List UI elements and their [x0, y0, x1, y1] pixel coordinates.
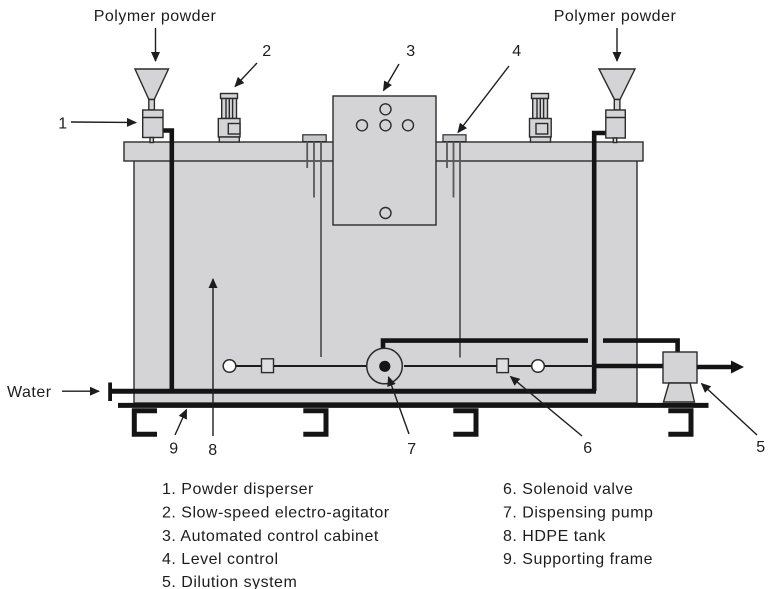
callout-1-arrow — [70, 117, 137, 127]
funnel-neck — [148, 98, 156, 111]
suction-strainer — [222, 358, 237, 374]
valve-port — [530, 358, 546, 374]
legend-item-9: 9. Supporting frame — [503, 551, 653, 568]
dilution-base — [662, 382, 696, 403]
frame-foot-3 — [453, 408, 479, 437]
disperser-body — [605, 109, 626, 139]
cabinet-button-bottom — [379, 206, 392, 220]
callout-9-arrow — [174, 408, 188, 436]
top-pipe-to-dilution — [603, 338, 680, 353]
output-arrowhead-icon — [731, 360, 744, 374]
legend-item-6: 6. Solenoid valve — [503, 481, 633, 498]
pump-hub — [379, 360, 391, 372]
electro-agitator-right — [528, 92, 552, 143]
supporting-frame — [118, 402, 709, 437]
disperser-drop-pipe-left — [163, 128, 175, 391]
legend: 1. Powder disperser 2. Slow-speed electr… — [162, 481, 653, 589]
disperser-stem — [612, 137, 618, 144]
frame-foot-2 — [303, 408, 329, 437]
feed-funnel-icon — [133, 68, 170, 101]
level-control-cap — [442, 134, 467, 143]
cabinet-button-middle — [379, 119, 392, 132]
dilution-system — [662, 351, 744, 403]
piping — [108, 128, 680, 401]
callout-6-arrow — [509, 375, 583, 437]
callout-7-arrow — [387, 376, 410, 435]
feed-funnel-icon — [597, 68, 637, 101]
frame-foot-4 — [668, 408, 694, 437]
dilution-box — [662, 351, 698, 384]
level-control-left — [302, 134, 327, 357]
callout-7: 7 — [407, 441, 416, 458]
callout-3: 3 — [406, 43, 415, 60]
level-control-right — [442, 134, 467, 358]
disperser-stem — [149, 136, 155, 144]
cabinet-button-right — [401, 119, 415, 132]
label-water: Water — [7, 384, 52, 401]
disperser-drop-pipe-right — [591, 130, 606, 391]
callout-2: 2 — [262, 43, 271, 60]
mount-base — [218, 136, 241, 143]
label-polymer-powder-right: Polymer powder — [554, 8, 677, 25]
legend-item-4: 4. Level control — [162, 551, 279, 568]
callout-9: 9 — [169, 441, 178, 458]
label-polymer-powder-left: Polymer powder — [94, 8, 217, 25]
gearbox-flange — [535, 122, 549, 135]
arrows — [62, 28, 758, 437]
legend-item-3: 3. Automated control cabinet — [162, 528, 379, 545]
cabinet-button-left — [355, 119, 369, 132]
motor-cap — [530, 92, 550, 100]
legend-item-2: 2. Slow-speed electro-agitator — [162, 504, 390, 521]
callout-4-arrow — [457, 65, 510, 134]
callout-4: 4 — [512, 43, 521, 60]
control-cabinet — [332, 95, 437, 226]
legend-item-8: 8. HDPE tank — [503, 528, 606, 545]
pipe-fitting — [260, 358, 275, 374]
electro-agitator-left — [217, 92, 241, 143]
frame-foot-1 — [131, 408, 157, 437]
callout-1: 1 — [58, 116, 67, 133]
control-cabinet-panel — [332, 95, 437, 226]
solenoid-valve — [496, 358, 510, 374]
callout-3-arrow — [382, 63, 400, 92]
legend-item-5: 5. Dilution system — [162, 574, 297, 589]
legend-item-1: 1. Powder disperser — [162, 481, 314, 498]
powder-disperser-right — [597, 68, 637, 144]
disperser-body — [141, 109, 164, 139]
callout-2-arrow — [234, 62, 258, 88]
cabinet-button-top — [379, 103, 392, 116]
gearbox-flange — [227, 122, 241, 135]
powder-disperser-left — [133, 68, 170, 144]
level-control-cap — [302, 134, 327, 143]
callout-6: 6 — [583, 440, 592, 457]
funnel-neck — [613, 98, 621, 111]
callout-5-arrow — [700, 382, 758, 436]
water-inlet-fitting — [108, 382, 112, 401]
callout-5: 5 — [756, 439, 765, 456]
callout-8: 8 — [208, 442, 217, 459]
legend-item-7: 7. Dispensing pump — [503, 504, 653, 521]
mount-base — [529, 136, 552, 143]
motor-cap — [219, 92, 239, 100]
dispensing-pump — [365, 347, 404, 385]
